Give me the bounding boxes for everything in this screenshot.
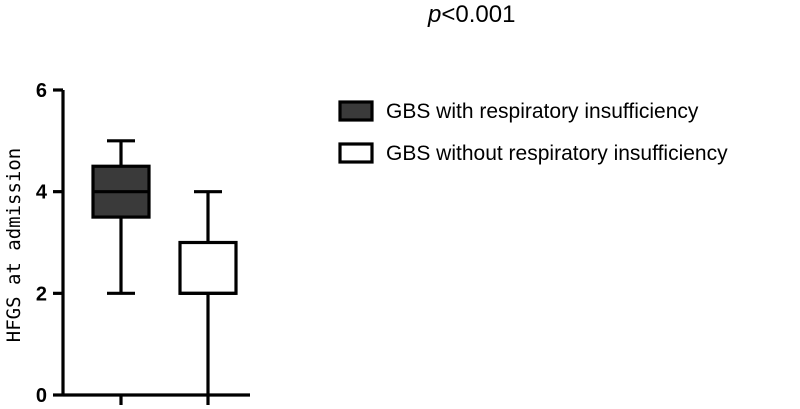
p-threshold: <0.001 [441,1,515,28]
legend-label-1: GBS with respiratory insufficiency [386,100,699,123]
p-value-annotation: p<0.001 [427,1,515,28]
plot-area: 0 2 4 6 [36,80,250,407]
box-series-2 [178,190,238,395]
legend-swatch-2 [338,142,374,164]
y-tick-label-2: 2 [36,283,47,305]
p-italic: p [427,1,441,28]
box-series-1 [91,139,151,295]
y-tick-label-0: 0 [36,385,47,407]
y-tick-label-4: 4 [36,182,48,204]
legend-label-2: GBS without respiratory insufficiency [386,142,728,165]
iqr-box [178,240,238,295]
legend-swatch-1 [338,100,374,122]
y-tick-label-6: 6 [36,80,47,102]
y-axis-label: HFGS at admission [3,148,25,342]
